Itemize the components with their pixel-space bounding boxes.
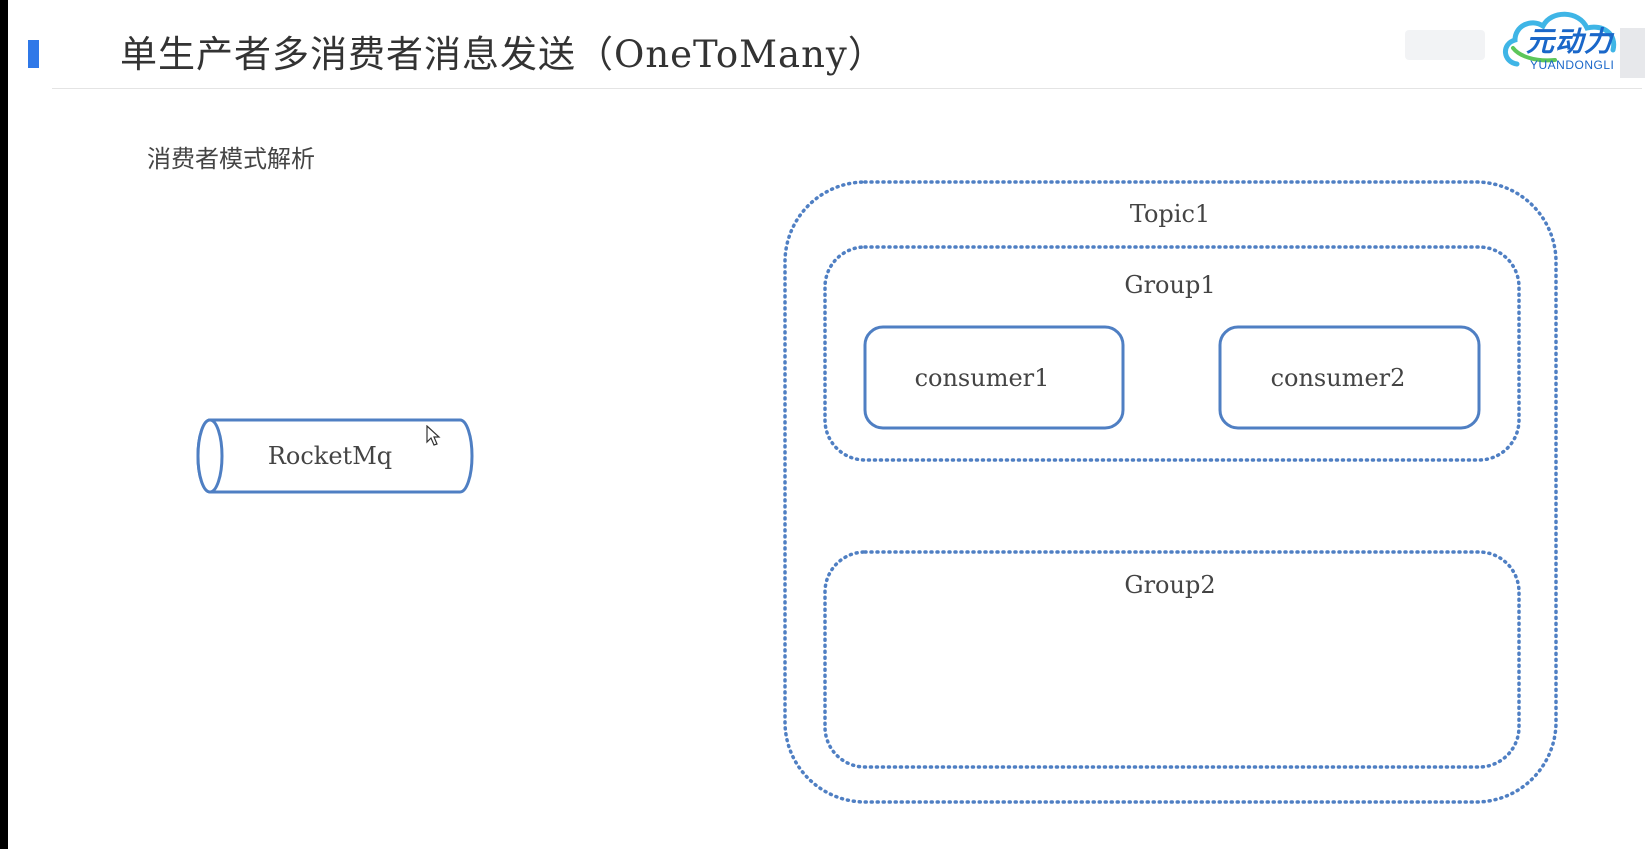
consumer2-label: consumer2 [1271, 364, 1406, 392]
logo-cloud-icon [1503, 11, 1617, 67]
rocketmq-label: RocketMq [268, 442, 392, 470]
topic-container [783, 180, 1558, 804]
logo-subtext: YUANDONGLI [1530, 58, 1615, 72]
watermark-right [1620, 28, 1645, 78]
slide-title: 单生产者多消费者消息发送（OneToMany） [120, 33, 886, 76]
group2-label: Group2 [1124, 571, 1215, 599]
slide-subtitle: 消费者模式解析 [147, 145, 315, 173]
consumer1-box [863, 325, 1125, 430]
consumer1-label: consumer1 [915, 364, 1050, 392]
group1-container [823, 245, 1521, 462]
rocketmq-cylinder: RocketMq [196, 418, 474, 494]
logo-wordmark: 元动力 [1526, 25, 1614, 58]
title-accent-bar [28, 40, 39, 68]
mouse-pointer-icon [426, 425, 441, 446]
consumer2-box [1218, 325, 1481, 430]
title-divider [52, 88, 1642, 89]
group2-container [823, 550, 1521, 769]
left-edge-strip [0, 0, 8, 849]
watermark-left [1405, 30, 1485, 60]
group1-label: Group1 [1124, 271, 1215, 299]
topic-label: Topic1 [1130, 200, 1210, 228]
